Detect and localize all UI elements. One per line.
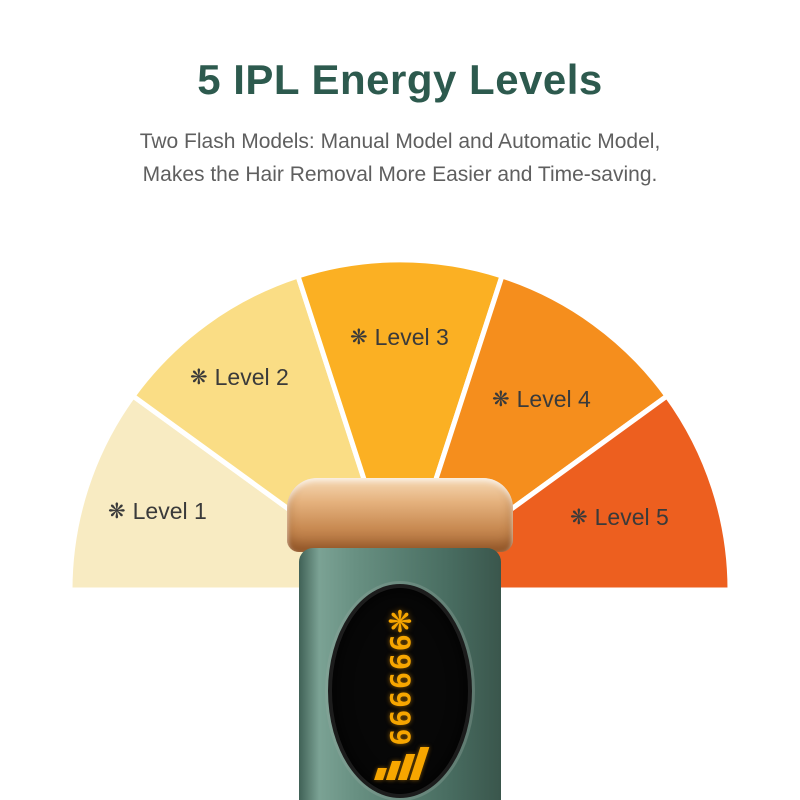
energy-bar [374,768,387,780]
level-1-text: Level 1 [132,498,207,524]
gauge-wedge-level-3 [295,257,505,593]
level-3-text: Level 3 [374,324,449,350]
subtitle-line1: Two Flash Models: Manual Model and Autom… [139,130,661,153]
fan-icon: ❋ [492,387,510,411]
level-4-text: Level 4 [516,386,591,412]
device-cap [287,478,513,552]
level-3-label: ❋ Level 3 [350,324,449,351]
device-display: ❋ 999999 [328,584,472,798]
fan-icon: ❋ [570,505,588,529]
subtitle: Two Flash Models: Manual Model and Autom… [0,126,800,191]
level-1-label: ❋ Level 1 [108,498,207,525]
display-energy-bars [374,747,430,780]
page-title: 5 IPL Energy Levels [197,56,603,103]
fan-icon: ❋ [350,325,368,349]
display-fan-icon: ❋ [387,605,413,640]
level-2-label: ❋ Level 2 [190,364,289,391]
fan-icon: ❋ [190,365,208,389]
subtitle-line2: Makes the Hair Removal More Easier and T… [142,162,658,186]
level-4-label: ❋ Level 4 [492,386,591,413]
level-2-text: Level 2 [214,364,289,390]
energy-bar [409,747,430,780]
fan-icon: ❋ [108,499,126,523]
display-digits: 999999 [383,634,417,748]
level-5-text: Level 5 [594,504,669,530]
level-5-label: ❋ Level 5 [570,504,669,531]
